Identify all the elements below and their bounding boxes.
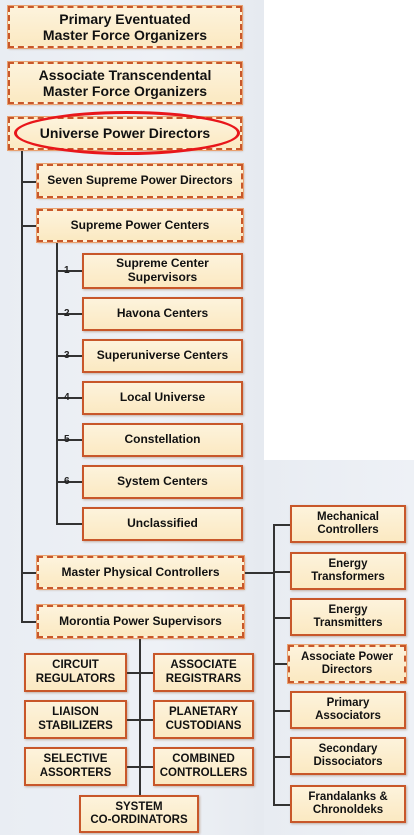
- label-associate-transcendental: Associate Transcendental Master Force Or…: [38, 66, 212, 99]
- label-center-1: Supreme Center Supervisors: [116, 256, 209, 284]
- connector-controller-3: [273, 617, 290, 619]
- box-controller-1: Mechanical Controllers: [290, 505, 406, 543]
- box-center-3: Superuniverse Centers: [82, 339, 243, 373]
- box-master-physical-controllers: Master Physical Controllers: [37, 556, 244, 589]
- center-number-5: 5: [64, 434, 70, 445]
- label-system-coordinators: SYSTEM CO-ORDINATORS: [90, 800, 188, 826]
- center-number-3: 3: [64, 350, 70, 361]
- connector-to-morontia: [21, 621, 37, 623]
- label-center-4: Local Universe: [119, 390, 206, 405]
- box-center-1: Supreme Center Supervisors: [82, 253, 243, 289]
- label-controller-7: Frandalanks & Chronoldeks: [308, 790, 388, 816]
- box-selective-assorters: SELECTIVE ASSORTERS: [24, 747, 127, 786]
- connector-centers-trunk: [56, 242, 58, 524]
- connector-center-5: [56, 439, 82, 441]
- connector-controller-1: [273, 524, 290, 526]
- label-selective-assorters: SELECTIVE ASSORTERS: [39, 753, 112, 779]
- center-number-2: 2: [64, 308, 70, 319]
- connector-center-6: [56, 481, 82, 483]
- box-center-7: Unclassified: [82, 507, 243, 541]
- box-controller-3: Energy Transmitters: [290, 598, 406, 636]
- label-center-7: Unclassified: [127, 516, 198, 531]
- box-controller-7: Frandalanks & Chronoldeks: [290, 785, 406, 823]
- label-controller-3: Energy Transmitters: [313, 603, 383, 629]
- connector-center-4: [56, 397, 82, 399]
- highlight-oval: [14, 111, 240, 155]
- box-controller-2: Energy Transformers: [290, 552, 406, 590]
- connector-morontia-row2: [127, 719, 153, 721]
- box-supreme-power-centers: Supreme Power Centers: [37, 209, 243, 242]
- label-controller-5: Primary Associators: [315, 696, 381, 722]
- label-seven-supreme: Seven Supreme Power Directors: [47, 173, 233, 188]
- center-number-1: 1: [64, 265, 70, 276]
- label-planetary-custodians: PLANETARY CUSTODIANS: [165, 706, 242, 732]
- box-center-4: Local Universe: [82, 381, 243, 415]
- center-number-4: 4: [64, 392, 70, 403]
- connector-controllers-trunk: [273, 524, 275, 806]
- box-combined-controllers: COMBINED CONTROLLERS: [153, 747, 254, 786]
- connector-master-to-controllers: [244, 572, 274, 574]
- connector-morontia-row3: [127, 766, 153, 768]
- label-controller-6: Secondary Dissociators: [313, 742, 383, 768]
- box-primary-eventuated: Primary Eventuated Master Force Organize…: [8, 6, 242, 48]
- label-primary-eventuated: Primary Eventuated Master Force Organize…: [42, 10, 208, 43]
- box-center-2: Havona Centers: [82, 297, 243, 331]
- connector-to-seven: [21, 181, 37, 183]
- connector-to-master-physical: [21, 572, 37, 574]
- box-associate-registrars: ASSOCIATE REGISTRARS: [153, 653, 254, 692]
- label-center-3: Superuniverse Centers: [96, 348, 229, 363]
- box-controller-4: Associate Power Directors: [288, 645, 406, 683]
- connector-center-7: [56, 523, 82, 525]
- box-center-6: System Centers: [82, 465, 243, 499]
- connector-morontia-row1: [127, 672, 153, 674]
- box-liaison-stabilizers: LIAISON STABILIZERS: [24, 700, 127, 739]
- box-controller-5: Primary Associators: [290, 691, 406, 729]
- box-controller-6: Secondary Dissociators: [290, 737, 406, 775]
- connector-to-centers: [21, 225, 37, 227]
- box-planetary-custodians: PLANETARY CUSTODIANS: [153, 700, 254, 739]
- label-associate-registrars: ASSOCIATE REGISTRARS: [165, 659, 242, 685]
- box-seven-supreme-power-directors: Seven Supreme Power Directors: [37, 164, 243, 198]
- label-center-6: System Centers: [117, 474, 208, 489]
- label-center-5: Constellation: [124, 432, 201, 447]
- connector-morontia-down: [139, 637, 141, 797]
- connector-controller-7: [273, 804, 290, 806]
- label-controller-2: Energy Transformers: [311, 557, 385, 583]
- connector-controller-5: [273, 710, 290, 712]
- box-associate-transcendental: Associate Transcendental Master Force Or…: [8, 62, 242, 104]
- box-center-5: Constellation: [82, 423, 243, 457]
- box-system-coordinators: SYSTEM CO-ORDINATORS: [79, 795, 199, 833]
- center-number-6: 6: [64, 476, 70, 487]
- label-supreme-power-centers: Supreme Power Centers: [70, 217, 210, 232]
- connector-controller-2: [273, 571, 290, 573]
- label-center-2: Havona Centers: [116, 306, 209, 321]
- connector-center-2: [56, 313, 82, 315]
- connector-controller-4: [273, 663, 290, 665]
- connector-center-1: [56, 270, 82, 272]
- label-circuit-regulators: CIRCUIT REGULATORS: [35, 659, 116, 685]
- connector-center-3: [56, 355, 82, 357]
- box-morontia-power-supervisors: Morontia Power Supervisors: [37, 605, 244, 638]
- label-controller-1: Mechanical Controllers: [317, 510, 379, 536]
- connector-main-trunk: [21, 151, 23, 623]
- label-morontia: Morontia Power Supervisors: [59, 613, 222, 628]
- label-controller-4: Associate Power Directors: [300, 650, 394, 676]
- connector-controller-6: [273, 756, 290, 758]
- label-combined-controllers: COMBINED CONTROLLERS: [159, 753, 248, 779]
- label-liaison-stabilizers: LIAISON STABILIZERS: [38, 706, 113, 732]
- label-master-physical: Master Physical Controllers: [61, 564, 220, 579]
- box-circuit-regulators: CIRCUIT REGULATORS: [24, 653, 127, 692]
